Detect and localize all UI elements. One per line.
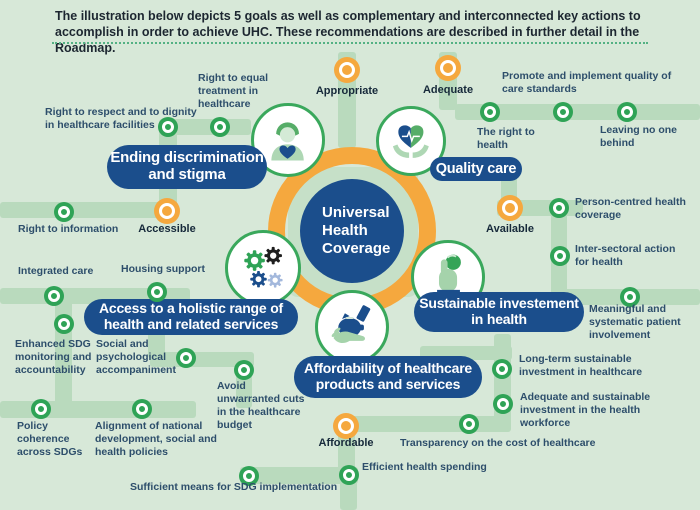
page-title: The illustration below depicts 5 goals a… [55,9,641,55]
green-node [54,314,74,334]
label-housing-support: Housing support [121,263,205,275]
label-long-term: Long-term sustainable investment in heal… [519,353,643,378]
gears-icon [225,230,301,306]
label-transparency: Transparency on the cost of healthcare [400,437,596,449]
path-band [0,202,178,218]
label-enhanced-sdg: Enhanced SDG monitoring and accountabili… [15,338,92,376]
green-node [132,399,152,419]
label-avoid-cuts: Avoid unwarranted cuts in the healthcare… [217,380,305,431]
label-leaving-no-one: Leaving no one behind [600,124,678,149]
green-node [549,198,569,218]
path-band [240,467,358,484]
green-node [492,359,512,379]
label-affordable: Affordable [318,437,374,449]
label-accessible: Accessible [138,223,196,235]
label-promote-quality: Promote and implement quality of care st… [502,70,672,95]
dotted-separator [52,42,648,44]
label-adequate: Adequate [422,84,474,96]
green-node [234,360,254,380]
label-meaningful: Meaningful and systematic patient involv… [589,303,681,341]
green-node [493,394,513,414]
label-sufficient: Sufficient means for SDG implementation [130,481,338,493]
goal-pill-affordability: Affordability of healthcare products and… [294,356,482,398]
goal-pill-sustainable-investment: Sustainable investement in health [414,292,584,332]
path-band [340,416,510,432]
label-person-centred: Person-centred health coverage [575,196,686,221]
goal-pill-access-holistic: Access to a holistic range of health and… [84,299,298,335]
goal-pill-quality-care: Quality care [430,157,522,181]
orange-node [334,57,360,83]
label-adequate-workforce: Adequate and sustainable investment in t… [520,391,651,429]
green-node [31,399,51,419]
label-available: Available [486,223,534,235]
green-node [44,286,64,306]
green-node [147,282,167,302]
orange-node [333,413,359,439]
label-integrated-care: Integrated care [18,265,94,277]
piggy-bank-hand-icon [315,290,389,364]
green-node [210,117,230,137]
central-title: Universal Health Coverage [322,203,391,258]
green-node [339,465,359,485]
path-band [455,104,700,120]
green-node [550,246,570,266]
label-right-to-information: Right to information [18,223,119,235]
orange-node [435,55,461,81]
central-circle: Universal Health Coverage [300,179,404,283]
label-policy-coherence: Policy coherence across SDGs [17,420,83,458]
green-node [617,102,637,122]
label-social-psych: Social and psychological accompaniment [96,338,176,376]
orange-node [497,195,523,221]
label-right-respect: Right to respect and to dignity in healt… [45,106,197,131]
orange-node [154,198,180,224]
green-node [620,287,640,307]
label-inter-sectoral: Inter-sectoral action for health [575,243,676,268]
label-right-equal-treatment: Right to equal treatment in healthcare [198,72,268,110]
path-band [0,401,196,418]
green-node [54,202,74,222]
green-node [239,466,259,486]
label-right-to-health: The right to health [477,126,535,151]
label-appropriate: Appropriate [315,85,379,97]
label-efficient: Efficient health spending [362,461,487,473]
label-alignment: Alignment of national development, socia… [95,420,217,458]
green-node [176,348,196,368]
goal-pill-ending-discrimination: Ending discrimination and stigma [107,145,267,189]
green-node [459,414,479,434]
green-node [480,102,500,122]
green-node [158,117,178,137]
green-node [553,102,573,122]
